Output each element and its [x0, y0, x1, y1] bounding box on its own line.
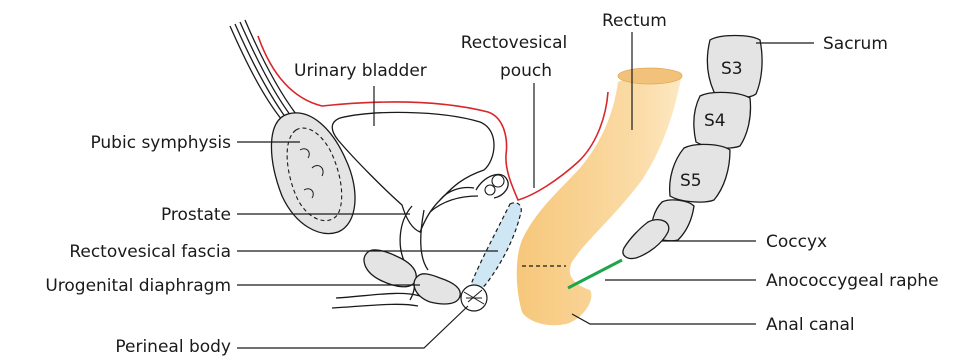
rectovesical-fascia-shape	[472, 203, 522, 289]
pubic-symphysis-bone	[271, 113, 355, 234]
perineal-body-shape	[461, 285, 487, 311]
abdominal-wall-lines	[230, 20, 296, 120]
label-prostate: Prostate	[161, 205, 231, 225]
sacrum-vertebrae	[651, 36, 762, 241]
label-anococcygeal-raphe: Anococcygeal raphe	[766, 271, 939, 291]
rectum-shape	[517, 68, 682, 325]
seminal-vesicle	[476, 174, 508, 198]
label-rectovesical-pouch-line1: Rectovesical	[461, 33, 568, 53]
label-s4: S4	[704, 111, 726, 131]
label-rectovesical-fascia: Rectovesical fascia	[69, 242, 231, 262]
label-s5: S5	[680, 171, 702, 191]
label-rectovesical-pouch-line2: pouch	[500, 61, 552, 81]
anococcygeal-raphe-line	[568, 260, 622, 288]
label-perineal-body: Perineal body	[115, 337, 231, 356]
label-anal-canal: Anal canal	[766, 315, 855, 335]
label-pubic-symphysis: Pubic symphysis	[90, 133, 231, 153]
urethra-line-lower	[332, 304, 418, 308]
label-coccyx: Coccyx	[766, 232, 827, 252]
label-s3: S3	[721, 59, 743, 79]
label-rectum: Rectum	[602, 11, 667, 31]
label-sacrum: Sacrum	[823, 34, 888, 54]
label-urinary-bladder: Urinary bladder	[294, 61, 427, 81]
coccyx-bone	[623, 220, 669, 259]
label-urogenital-diaphragm: Urogenital diaphragm	[45, 276, 231, 296]
